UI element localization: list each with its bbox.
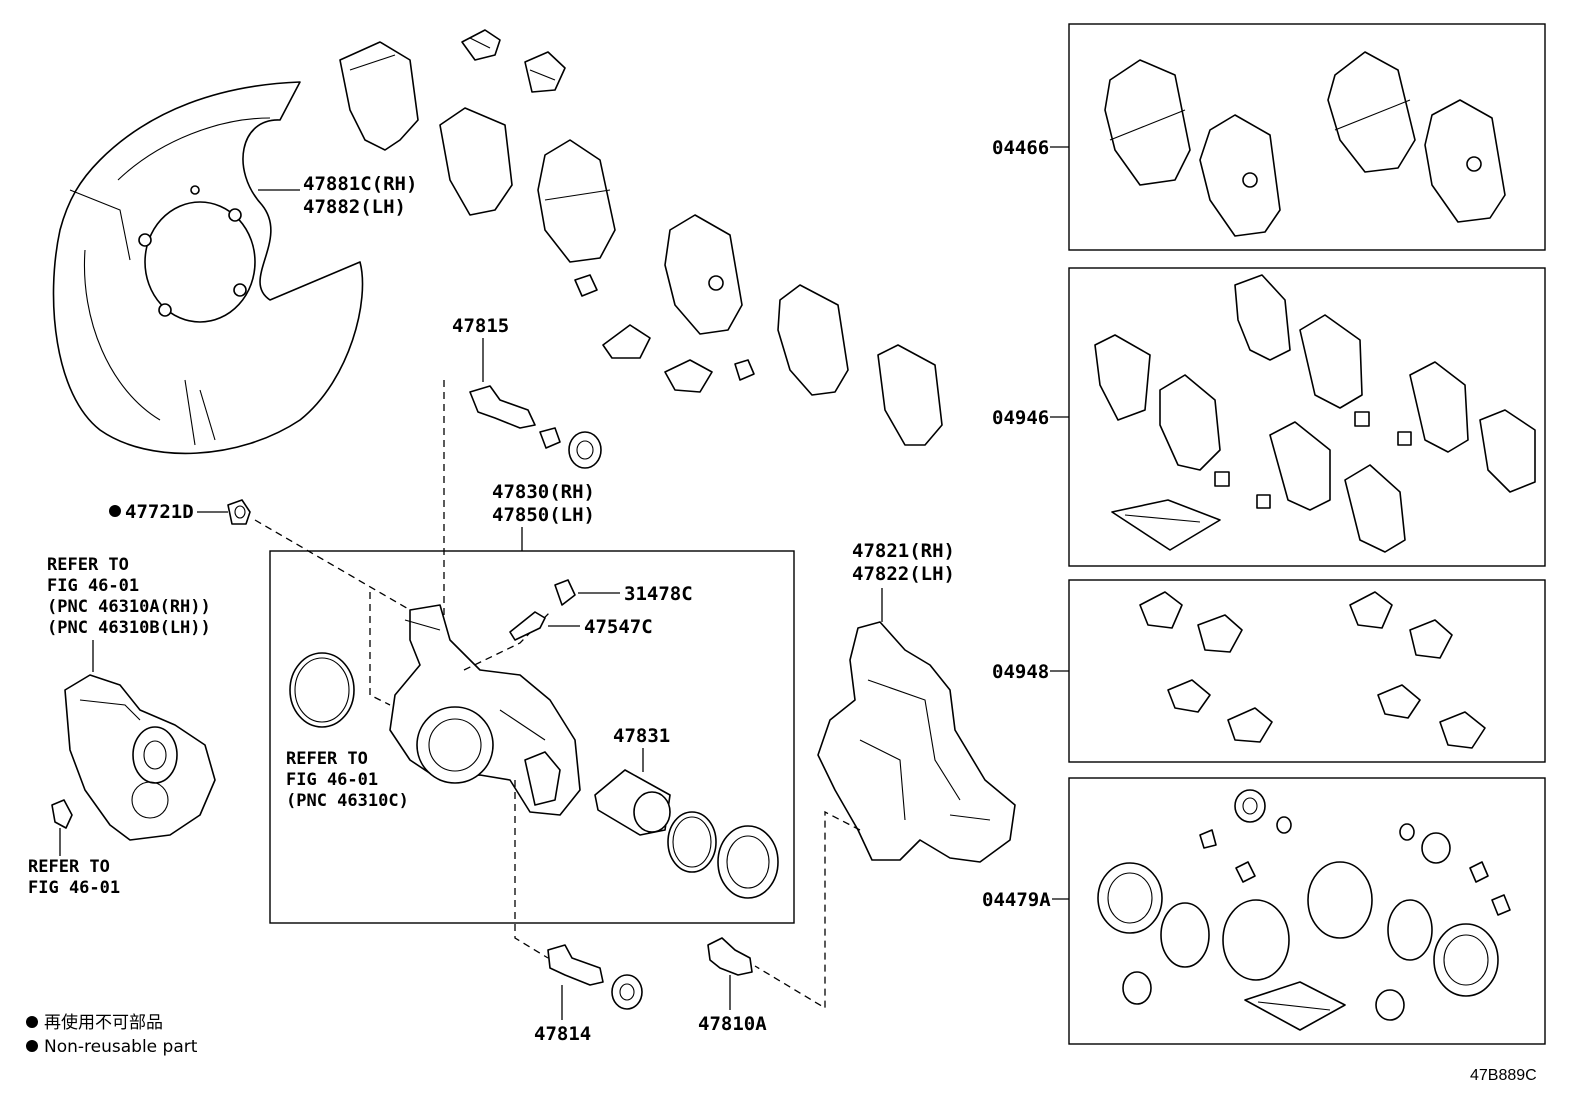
guide-bolt-drawing-47810a <box>707 937 753 976</box>
non-reusable-mark-icon <box>109 505 121 517</box>
shim-drawing-4 <box>877 344 943 446</box>
label-47547c: 47547C <box>584 616 653 638</box>
guide-pin-drawing-47814 <box>547 944 643 1010</box>
clip-kit-drawings <box>1139 591 1486 749</box>
shim-kit-drawings <box>1094 274 1536 553</box>
label-47831: 47831 <box>613 725 670 747</box>
caliper-ref-line-1: REFER TO <box>286 749 368 769</box>
bolt-ref-line-1: REFER TO <box>28 857 110 877</box>
clip-drawing-2 <box>524 51 566 93</box>
brake-pad-drawing-2 <box>664 214 743 335</box>
label-04948: 04948 <box>992 661 1049 683</box>
label-47721d: 47721D <box>125 501 194 523</box>
label-04466: 04466 <box>992 137 1049 159</box>
legend-bullet-icon <box>26 1016 38 1028</box>
kit-box-04479a <box>1068 777 1546 1045</box>
label-47881c-rh: 47881C(RH) <box>303 173 417 195</box>
pad-kit-drawings <box>1104 51 1506 237</box>
o-ring-drawing <box>289 652 355 728</box>
seal-kit-drawings <box>1097 789 1511 1031</box>
motor-ref-line-3: (PNC 46310A(RH)) <box>47 597 211 617</box>
bleeder-cap-drawing-31478c <box>554 579 576 606</box>
label-47822-lh: 47822(LH) <box>852 563 955 585</box>
slide-pin-drawing-47815 <box>469 385 602 469</box>
piston-drawing <box>594 769 779 899</box>
kit-box-04466 <box>1068 23 1546 251</box>
label-47815: 47815 <box>452 315 509 337</box>
brake-pad-drawing-1 <box>537 139 616 297</box>
label-31478c: 31478C <box>624 583 693 605</box>
label-04946: 04946 <box>992 407 1049 429</box>
motor-bolt-drawing <box>51 799 73 829</box>
mounting-bracket-drawing <box>817 621 1016 863</box>
bleeder-screw-drawing-47547c <box>509 611 546 641</box>
bleeder-plug-drawing <box>227 499 251 525</box>
caliper-assembly-box <box>269 550 795 924</box>
motor-ref-line-1: REFER TO <box>47 555 129 575</box>
parking-motor-drawing <box>64 674 216 841</box>
label-04479a: 04479A <box>982 889 1051 911</box>
motor-ref-line-2: FIG 46-01 <box>47 576 139 596</box>
dust-shield-drawing <box>52 81 364 455</box>
figure-code: 47B889C <box>1470 1067 1537 1084</box>
clip-drawing-1 <box>461 29 501 61</box>
clip-drawing-3 <box>602 324 651 359</box>
label-47814: 47814 <box>534 1023 591 1045</box>
legend-english: Non-reusable part <box>44 1037 198 1057</box>
clip-drawing-4 <box>664 359 755 393</box>
label-47882-lh: 47882(LH) <box>303 196 406 218</box>
shim-drawing-2 <box>439 107 513 216</box>
label-47830-rh: 47830(RH) <box>492 481 595 503</box>
label-47850-lh: 47850(LH) <box>492 504 595 526</box>
motor-ref-line-4: (PNC 46310B(LH)) <box>47 618 211 638</box>
caliper-ref-line-3: (PNC 46310C) <box>286 791 409 811</box>
label-47821-rh: 47821(RH) <box>852 540 955 562</box>
caliper-body-drawing <box>389 604 581 816</box>
shim-drawing-3 <box>777 284 849 396</box>
legend-bullet-icon <box>26 1040 38 1052</box>
shim-drawing-1 <box>339 41 419 151</box>
caliper-ref-line-2: FIG 46-01 <box>286 770 378 790</box>
legend-japanese: 再使用不可部品 <box>44 1012 163 1033</box>
bolt-ref-line-2: FIG 46-01 <box>28 878 120 898</box>
label-47810a: 47810A <box>698 1013 767 1035</box>
